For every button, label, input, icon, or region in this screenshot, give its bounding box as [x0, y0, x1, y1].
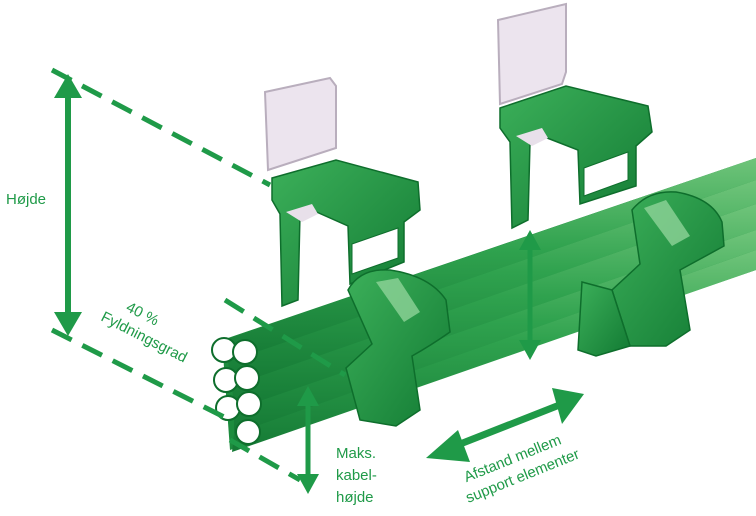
- height-arrow-icon: [54, 74, 82, 336]
- support-bracket-back-right: [496, 2, 653, 230]
- bracket-arm: [499, 85, 653, 230]
- height-label: Højde: [6, 191, 46, 208]
- guide-top: [50, 67, 272, 188]
- cable-row: [228, 180, 756, 386]
- hook-body: [345, 269, 451, 427]
- bracket-inner-edge: [516, 128, 548, 146]
- hook-body: [611, 191, 725, 347]
- cable-end: [235, 419, 261, 445]
- guide-base: [228, 437, 302, 483]
- bracket-window: [583, 151, 629, 197]
- max-cable-height-label-line1: Maks.: [336, 445, 376, 462]
- support-hook-front-right: [577, 191, 725, 357]
- cable-end: [236, 391, 262, 417]
- cable-end: [232, 339, 258, 365]
- cable-end: [234, 365, 260, 391]
- bracket-inner-edge: [286, 204, 318, 222]
- max-cable-height-arrow-icon: [297, 386, 319, 494]
- bracket-window: [351, 227, 399, 275]
- bracket-plate: [263, 76, 337, 172]
- hook-gap-arrow-icon: [519, 230, 541, 360]
- hook-lower-arm: [577, 281, 631, 357]
- hook-highlight: [376, 278, 420, 322]
- cable-ends: [211, 337, 262, 445]
- distance-arrow-icon: [426, 388, 584, 462]
- dashed-guides: [50, 67, 347, 483]
- support-hook-front-left: [345, 269, 451, 427]
- hook-highlight: [644, 200, 690, 246]
- guide-fill: [223, 297, 347, 378]
- max-cable-height-label-line3: højde: [336, 489, 374, 506]
- max-cable-height-label-line2: kabel-: [336, 467, 377, 484]
- bracket-plate: [496, 2, 567, 106]
